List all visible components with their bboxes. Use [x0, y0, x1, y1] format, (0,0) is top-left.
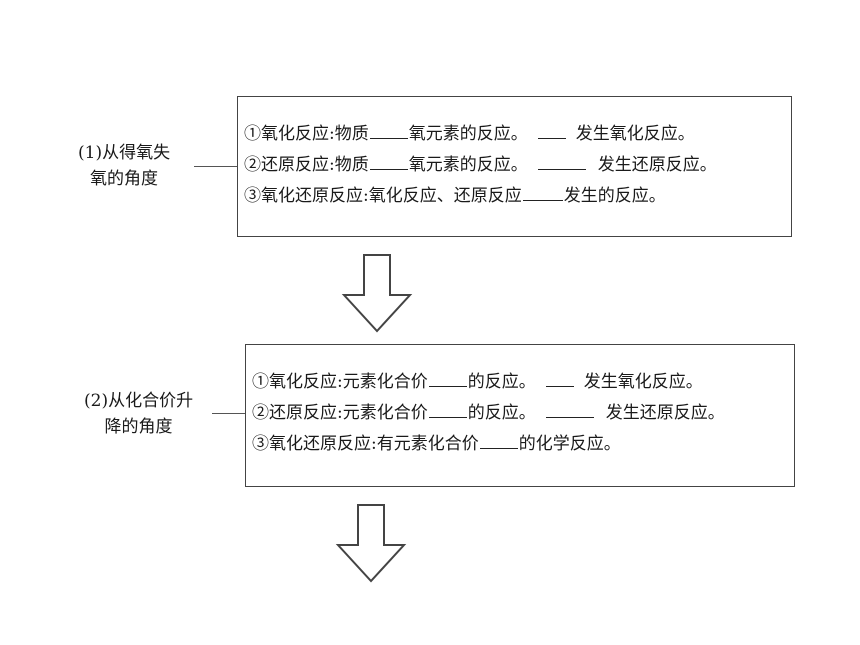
- section1-item-2-text-c: 发生还原反应。: [597, 155, 717, 175]
- section2-label: (2)从化合价升 降的角度: [84, 388, 193, 440]
- section2-item-3-text-b: 的化学反应。: [518, 434, 621, 454]
- section1-item-1-text-b: 氧元素的反应。: [408, 124, 528, 144]
- blank-field[interactable]: [522, 182, 563, 201]
- section2-item-2: ②还原反应:元素化合价 的反应。 发生还原反应。: [252, 398, 794, 429]
- section2-label-line1: (2)从化合价升: [84, 391, 194, 411]
- section2-item-2-text-c: 发生还原反应。: [605, 403, 725, 423]
- section1-item-2-text-a: ②还原反应:物质: [244, 155, 369, 175]
- section1-item-2-text-b: 氧元素的反应。: [408, 155, 528, 175]
- section2-item-2-text-a: ②还原反应:元素化合价: [252, 403, 428, 423]
- down-arrow-icon: [335, 504, 407, 583]
- section1-item-3: ③氧化还原反应:氧化反应、还原反应 发生的反应。: [244, 181, 791, 212]
- section2-box: ①氧化反应:元素化合价的反应。发生氧化反应。 ②还原反应:元素化合价的反应。发生…: [245, 344, 795, 487]
- section2-leader-line: [212, 413, 246, 414]
- section2-item-1-text-c: 发生氧化反应。: [583, 372, 703, 392]
- section1-item-1-text-c: 发生氧化反应。: [575, 124, 695, 144]
- section2-item-1: ①氧化反应:元素化合价 的反应。 发生氧化反应。: [252, 367, 794, 398]
- section2-item-3-text-a: ③氧化还原反应:有元素化合价: [252, 434, 479, 454]
- blank-field[interactable]: [369, 120, 408, 139]
- section2-item-1-text-b: 的反应。: [467, 372, 536, 392]
- blank-field[interactable]: [428, 399, 467, 418]
- section1-label-line2: 氧的角度: [90, 169, 159, 189]
- section2-label-line2: 降的角度: [104, 417, 173, 437]
- section1-item-3-text-b: 发生的反应。: [563, 186, 666, 206]
- section1-label: (1)从得氧失 氧的角度: [78, 140, 170, 192]
- blank-field[interactable]: [369, 151, 408, 170]
- blank-field[interactable]: [479, 430, 518, 449]
- down-arrow-icon: [341, 254, 413, 333]
- blank-field[interactable]: [537, 120, 566, 139]
- section1-leader-line: [194, 166, 238, 167]
- blank-field[interactable]: [545, 368, 574, 387]
- section2-item-3: ③氧化还原反应:有元素化合价 的化学反应。: [252, 429, 794, 460]
- section2-item-2-text-b: 的反应。: [467, 403, 536, 423]
- section1-item-2: ②还原反应:物质 氧元素的反应。 发生还原反应。: [244, 150, 791, 181]
- section2-item-1-text-a: ①氧化反应:元素化合价: [252, 372, 428, 392]
- section1-item-3-text-a: ③氧化还原反应:氧化反应、还原反应: [244, 186, 522, 206]
- blank-field[interactable]: [545, 399, 594, 418]
- section1-box: ①氧化反应:物质氧元素的反应。发生氧化反应。 ②还原反应:物质氧元素的反应。发生…: [237, 96, 792, 237]
- blank-field[interactable]: [537, 151, 586, 170]
- section1-item-1: ①氧化反应:物质 氧元素的反应。 发生氧化反应。: [244, 119, 791, 150]
- section1-label-line1: (1)从得氧失: [78, 143, 171, 163]
- section1-item-1-text-a: ①氧化反应:物质: [244, 124, 369, 144]
- blank-field[interactable]: [428, 368, 467, 387]
